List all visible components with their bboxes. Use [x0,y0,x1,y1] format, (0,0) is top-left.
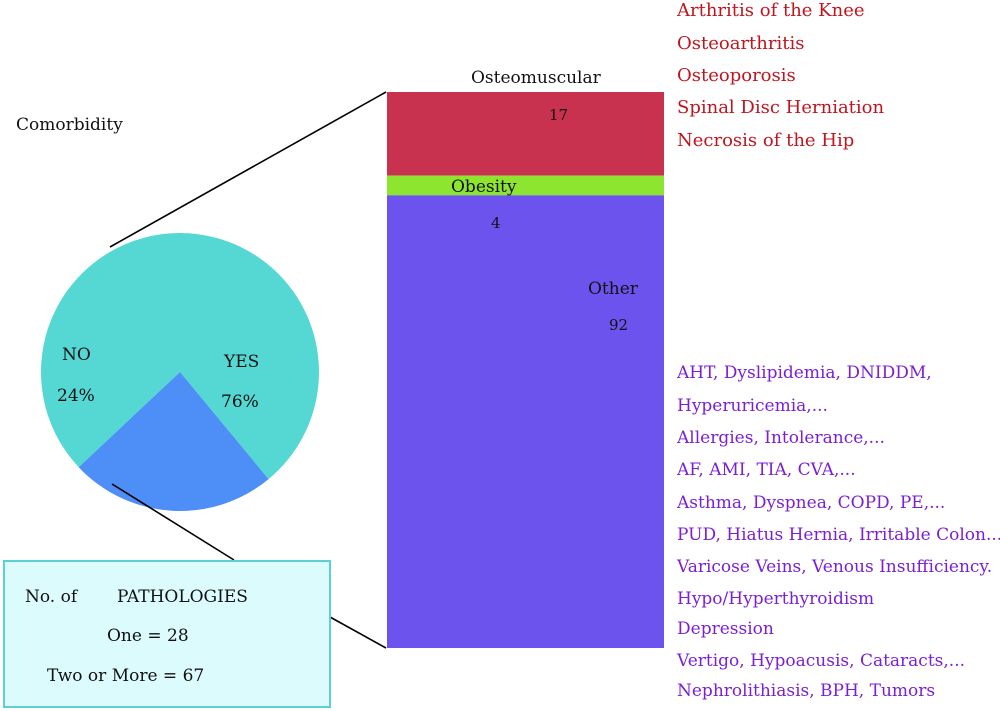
segment-name-other: Other [588,279,638,299]
connector-bottom [329,616,387,649]
other-condition: PUD, Hiatus Hernia, Irritable Colon... [677,525,1000,545]
pie-label-no-name: NO [62,345,91,365]
other-condition: Vertigo, Hypoacusis, Cataracts,... [677,651,966,671]
osteo-condition: Osteoporosis [677,65,796,86]
osteo-condition: Necrosis of the Hip [677,130,855,151]
pie-chart [40,233,319,512]
other-condition: AF, AMI, TIA, CVA,... [677,460,856,480]
pathologies-count-box: No. of PATHOLOGIES One = 28 Two or More … [3,560,331,708]
pie-label-no-percent: 24% [57,386,95,406]
pie-slice-yes [40,233,319,480]
other-condition: Depression [677,619,774,639]
stacked-bar-chart [387,92,664,649]
segment-name-osteomuscular: Osteomuscular [471,68,601,88]
chart-title: Comorbidity [16,115,123,135]
pathologies-two-or-more: Two or More = 67 [47,666,205,686]
segment-value-other: 92 [609,316,629,334]
osteo-condition: Osteoarthritis [677,33,805,54]
pathologies-one: One = 28 [107,626,189,646]
pie-slice-no [78,372,269,512]
pie-label-yes-name: YES [224,352,260,372]
segment-value-obesity: 4 [491,214,501,232]
pie-label-yes-percent: 76% [221,392,259,412]
connector-top [109,91,387,248]
other-condition: Nephrolithiasis, BPH, Tumors [677,681,936,701]
osteo-condition: Arthritis of the Knee [677,0,865,21]
connector-lines [109,91,387,649]
osteo-condition: Spinal Disc Herniation [677,97,885,118]
bar-segment-osteomuscular [387,92,664,176]
other-condition: Hypo/Hyperthyroidism [677,589,875,609]
other-condition: Hyperuricemia,... [677,396,828,416]
segment-value-osteomuscular: 17 [549,106,569,124]
connector-box [111,483,235,561]
bar-segment-other [387,195,664,649]
other-condition: AHT, Dyslipidemia, DNIDDM, [677,363,932,383]
other-condition: Varicose Veins, Venous Insufficiency. [677,557,993,577]
pathologies-header-left: No. of [25,587,78,607]
bar-segment-obesity [387,175,664,196]
segment-name-obesity: Obesity [451,177,517,197]
other-condition: Allergies, Intolerance,... [677,428,885,448]
pathologies-header-right: PATHOLOGIES [117,587,248,607]
other-condition: Asthma, Dyspnea, COPD, PE,... [677,493,946,513]
